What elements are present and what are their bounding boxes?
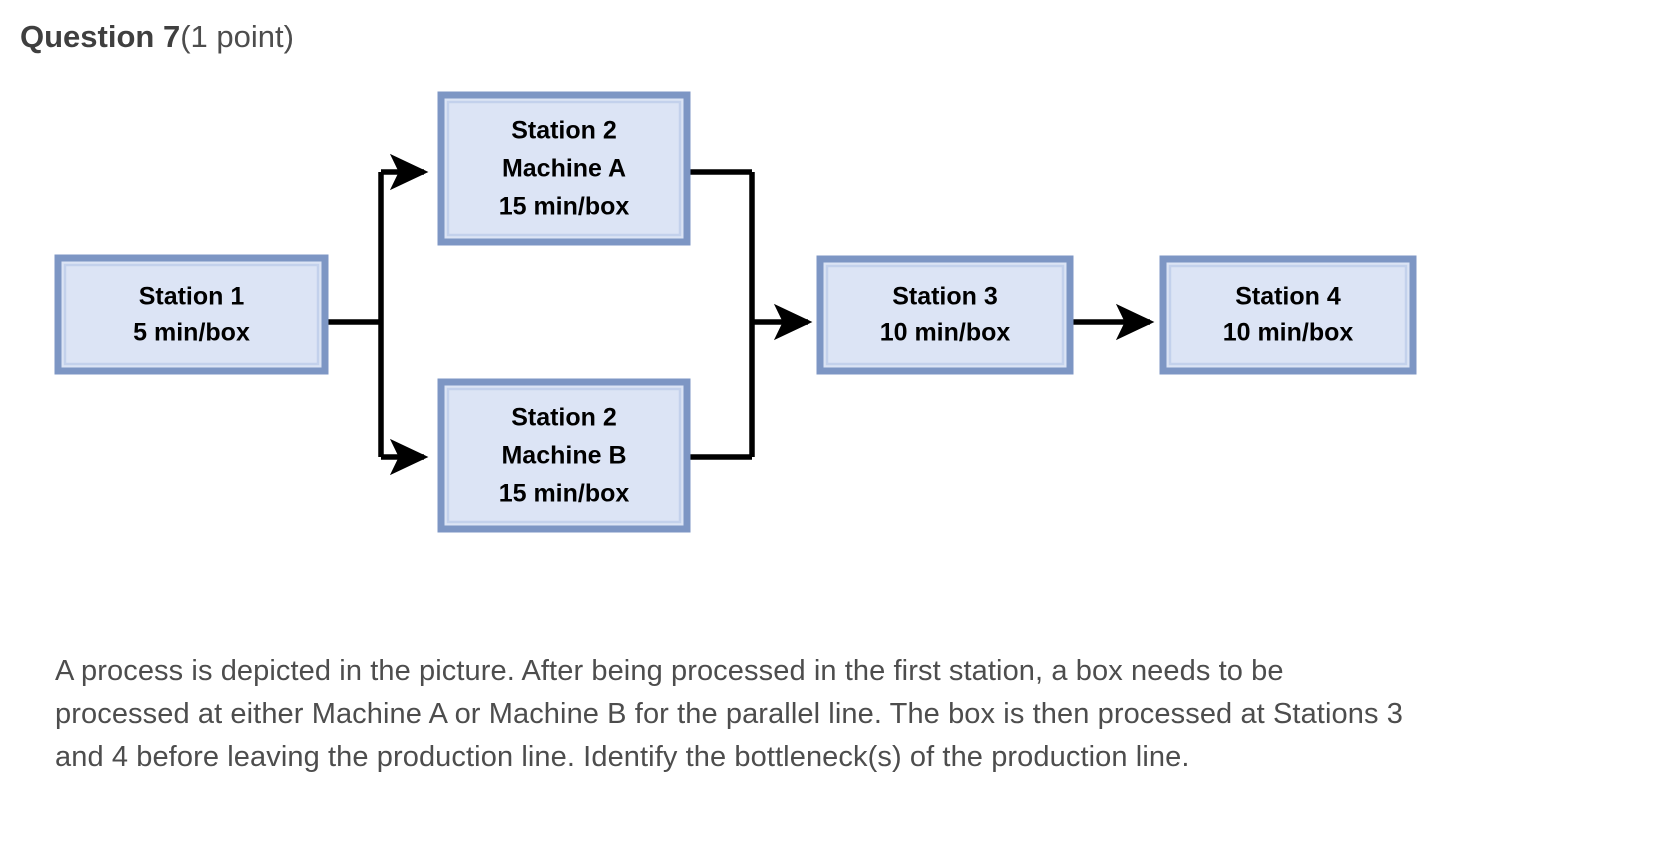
node-station-1-line1: Station 1 bbox=[139, 283, 245, 311]
node-station-4[interactable]: Station 4 10 min/box bbox=[1159, 255, 1417, 375]
node-station-2-machine-a-box bbox=[437, 91, 691, 246]
node-station-2-machine-a-line3: 15 min/box bbox=[499, 193, 630, 221]
process-flow-diagram: Station 1 5 min/box Station 2 Machine A … bbox=[0, 70, 1420, 550]
node-station-2-machine-a[interactable]: Station 2 Machine A 15 min/box bbox=[437, 91, 691, 246]
node-station-1-line2: 5 min/box bbox=[133, 319, 250, 347]
node-station-3-line2: 10 min/box bbox=[880, 319, 1011, 347]
node-station-2-machine-b-line3: 15 min/box bbox=[499, 480, 630, 508]
connector-group bbox=[325, 153, 1155, 476]
question-number-label: Question 7 bbox=[20, 19, 181, 54]
node-station-2-machine-b-line2: Machine B bbox=[501, 442, 626, 470]
node-station-2-machine-b-box bbox=[437, 378, 691, 533]
node-station-3-line1: Station 3 bbox=[892, 283, 998, 311]
question-points-label: (1 point) bbox=[180, 19, 294, 54]
node-station-1[interactable]: Station 1 5 min/box bbox=[54, 254, 329, 375]
node-station-1-box bbox=[54, 254, 329, 375]
node-station-2-machine-a-line2: Machine A bbox=[502, 155, 626, 183]
node-station-3-inner-outline bbox=[825, 264, 1065, 366]
node-station-3[interactable]: Station 3 10 min/box bbox=[816, 255, 1074, 375]
page-title: Question 7(1 point) bbox=[20, 18, 294, 55]
node-station-2-machine-a-line1: Station 2 bbox=[511, 117, 617, 145]
node-station-4-line1: Station 4 bbox=[1235, 283, 1341, 311]
node-station-4-box bbox=[1159, 255, 1417, 375]
node-station-3-box bbox=[816, 255, 1074, 375]
node-station-1-inner-outline bbox=[63, 263, 320, 366]
node-station-2-machine-b-line1: Station 2 bbox=[511, 404, 617, 432]
node-station-2-machine-a-inner-outline bbox=[446, 100, 682, 237]
question-body-text: A process is depicted in the picture. Af… bbox=[55, 655, 1403, 773]
node-station-2-machine-b[interactable]: Station 2 Machine B 15 min/box bbox=[437, 378, 691, 533]
node-station-2-machine-b-inner-outline bbox=[446, 387, 682, 524]
node-station-4-line2: 10 min/box bbox=[1223, 319, 1354, 347]
node-station-4-inner-outline bbox=[1168, 264, 1408, 366]
